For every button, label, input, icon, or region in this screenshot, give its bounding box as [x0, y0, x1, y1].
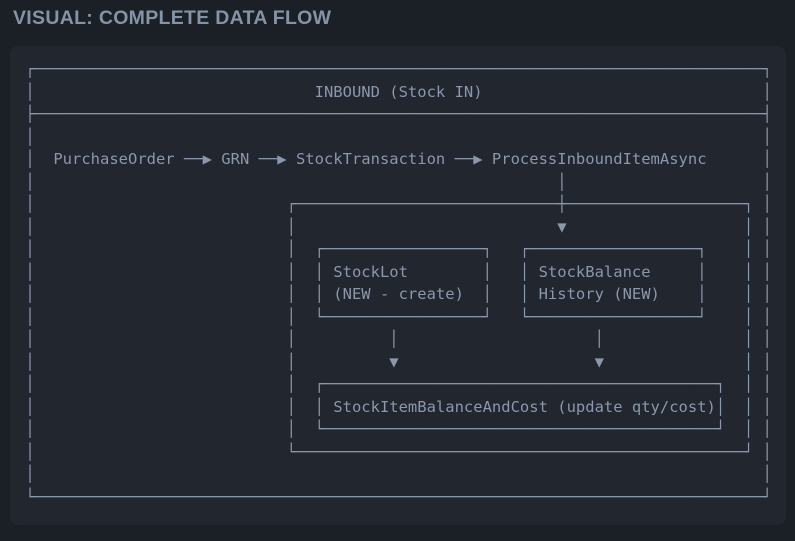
code-block: ┌───────────────────────────────────────…	[10, 46, 786, 525]
ascii-flow-diagram: ┌───────────────────────────────────────…	[25, 60, 772, 506]
page: { "header": { "title": "VISUAL: COMPLETE…	[0, 7, 795, 541]
page-title: VISUAL: COMPLETE DATA FLOW	[13, 7, 332, 29]
